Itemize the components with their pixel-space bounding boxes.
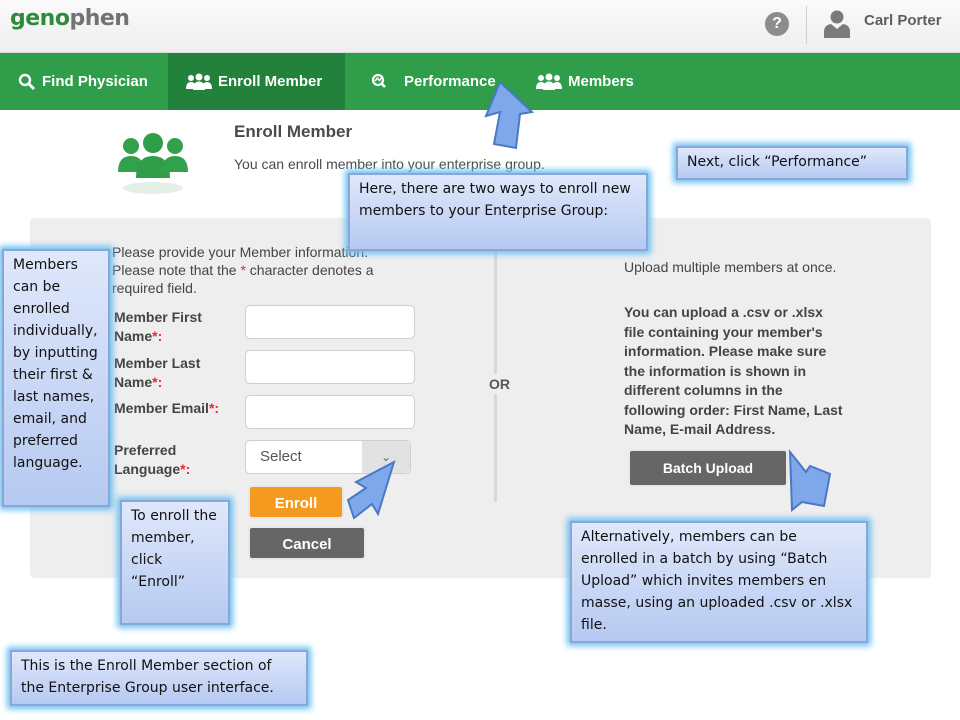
pointer-arrow-batch-icon <box>788 449 832 513</box>
language-select[interactable]: Select ⌄ <box>245 440 411 474</box>
user-avatar-icon[interactable] <box>822 8 852 38</box>
callout-individual: Members can be enrolled individually, by… <box>2 249 110 507</box>
language-select-value: Select <box>260 448 302 465</box>
enroll-button[interactable]: Enroll <box>248 485 344 519</box>
nav-performance[interactable]: Performance <box>370 53 520 110</box>
pointer-arrow-enroll-icon <box>346 459 396 520</box>
nav-members[interactable]: Members <box>536 53 666 110</box>
pointer-arrow-performance-icon <box>484 80 534 150</box>
group-icon <box>186 73 212 90</box>
form-instructions: Please provide your Member information. … <box>112 244 374 296</box>
cancel-button[interactable]: Cancel <box>248 526 366 560</box>
nav-label: Find Physician <box>42 73 148 90</box>
language-label: Preferred Language*: <box>114 442 191 477</box>
upload-description: You can upload a .csv or .xlsx file cont… <box>624 304 843 437</box>
nav-label: Members <box>568 73 634 90</box>
email-input[interactable] <box>245 395 415 429</box>
first-name-input[interactable] <box>245 305 415 339</box>
callout-section: This is the Enroll Member section of the… <box>10 650 308 706</box>
last-name-label: Member Last Name*: <box>114 355 201 390</box>
nav-label: Enroll Member <box>218 73 323 90</box>
nav-find-physician[interactable]: Find Physician <box>0 53 168 110</box>
callout-two-ways: Here, there are two ways to enroll new m… <box>348 173 648 251</box>
nav-enroll-member[interactable]: Enroll Member <box>168 53 345 110</box>
last-name-input[interactable] <box>245 350 415 384</box>
group-icon <box>536 73 562 90</box>
callout-enroll: To enroll the member, click “Enroll” <box>120 500 230 625</box>
genophen-logo[interactable]: genophen <box>10 6 130 31</box>
first-name-label: Member First Name*: <box>114 309 202 344</box>
page-subtitle: You can enroll member into your enterpri… <box>234 156 545 172</box>
callout-batch-upload: Alternatively, members can be enrolled i… <box>570 521 868 643</box>
header-divider <box>806 6 807 44</box>
performance-icon <box>371 73 386 88</box>
nav-label: Performance <box>404 73 496 90</box>
upload-heading: Upload multiple members at once. <box>624 259 837 275</box>
or-text: OR <box>489 374 510 394</box>
enroll-group-icon <box>118 133 188 194</box>
user-name[interactable]: Carl Porter <box>864 12 942 29</box>
main-nav: Find Physician Enroll Member Performance… <box>0 53 960 110</box>
help-icon[interactable]: ? <box>765 12 789 36</box>
page-title: Enroll Member <box>234 122 353 141</box>
search-icon <box>18 73 35 90</box>
callout-performance: Next, click “Performance” <box>676 146 908 180</box>
email-label: Member Email*: <box>114 400 220 416</box>
batch-upload-button[interactable]: Batch Upload <box>628 449 788 487</box>
or-divider <box>494 240 497 502</box>
top-header: genophen ? Carl Porter <box>0 0 960 53</box>
